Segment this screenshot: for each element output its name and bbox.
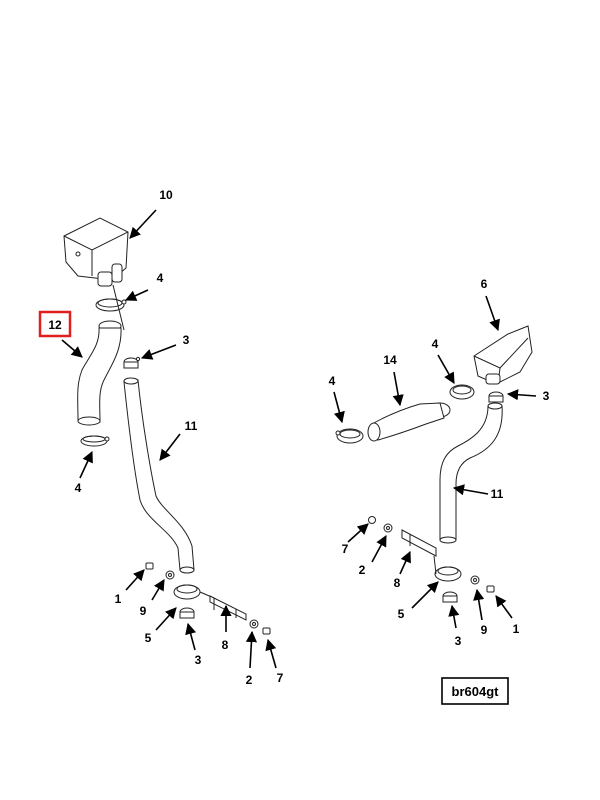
callout-4-top: 4 bbox=[157, 271, 164, 285]
left-callouts: 10 4 12 3 11 4 1 9 5 3 8 2 7 bbox=[38, 188, 284, 687]
reference-code-box: br604gt bbox=[441, 677, 509, 705]
reference-code: br604gt bbox=[452, 684, 500, 699]
callout-6: 6 bbox=[481, 277, 488, 291]
part-4-clamp-mid bbox=[449, 384, 475, 400]
highlight-box-12 bbox=[38, 310, 72, 338]
left-hardware bbox=[145, 562, 271, 635]
part-4-clamp-left bbox=[335, 428, 364, 444]
callout-11-right: 11 bbox=[491, 487, 504, 501]
callout-4-bottom: 4 bbox=[75, 481, 82, 495]
callout-3-bottom-right: 3 bbox=[455, 634, 462, 648]
callout-8: 8 bbox=[222, 638, 229, 652]
part-8-bracket bbox=[209, 595, 247, 621]
part-10-filter-housing bbox=[63, 217, 129, 287]
part-3-bottom-clamp bbox=[179, 607, 195, 619]
part-8-bracket-right bbox=[401, 529, 437, 557]
callout-7: 7 bbox=[277, 671, 284, 685]
part-3-clamp-right bbox=[488, 391, 504, 403]
part-5-mount-clamp-right bbox=[433, 555, 462, 582]
callout-2-right: 2 bbox=[359, 563, 366, 577]
right-leader-arrows bbox=[333, 295, 537, 629]
part-11-intake-tube-right bbox=[439, 402, 503, 544]
part-4-clamp-top bbox=[95, 298, 127, 312]
callout-11: 11 bbox=[185, 419, 198, 433]
callout-3: 3 bbox=[183, 333, 190, 347]
left-assembly: 10 4 12 3 11 4 1 9 5 3 8 2 7 bbox=[38, 188, 284, 687]
callout-9-right: 9 bbox=[481, 623, 488, 637]
callout-9: 9 bbox=[140, 604, 147, 618]
part-5-mount-clamp bbox=[173, 584, 215, 600]
callout-5-right: 5 bbox=[398, 607, 405, 621]
callout-4-left: 4 bbox=[329, 374, 336, 388]
callout-2: 2 bbox=[246, 673, 253, 687]
callout-4-mid: 4 bbox=[432, 337, 439, 351]
part-11-intake-tube bbox=[112, 284, 195, 574]
callout-7-right: 7 bbox=[342, 542, 349, 556]
part-6-housing bbox=[473, 325, 533, 385]
left-leader-arrows bbox=[61, 209, 277, 669]
callout-1: 1 bbox=[115, 592, 122, 606]
callout-3-right: 3 bbox=[543, 389, 550, 403]
callout-5: 5 bbox=[145, 631, 152, 645]
callout-1-right: 1 bbox=[513, 622, 520, 636]
callout-12[interactable]: 12 bbox=[48, 318, 62, 332]
part-3-bottom-clamp-right bbox=[442, 591, 458, 603]
callout-14: 14 bbox=[383, 353, 397, 367]
right-assembly: 6 4 14 4 3 11 7 2 8 5 3 9 1 bbox=[329, 277, 550, 648]
part-14-elbow-hose bbox=[367, 402, 451, 442]
part-4-clamp-bottom bbox=[80, 435, 110, 447]
right-callouts: 6 4 14 4 3 11 7 2 8 5 3 9 1 bbox=[329, 277, 550, 648]
callout-8-right: 8 bbox=[394, 576, 401, 590]
callout-3-bottom: 3 bbox=[195, 653, 202, 667]
part-12-curved-hose bbox=[77, 320, 122, 426]
right-hardware bbox=[368, 516, 495, 593]
part-3-small-clamp bbox=[123, 356, 141, 369]
callout-10: 10 bbox=[159, 188, 173, 202]
